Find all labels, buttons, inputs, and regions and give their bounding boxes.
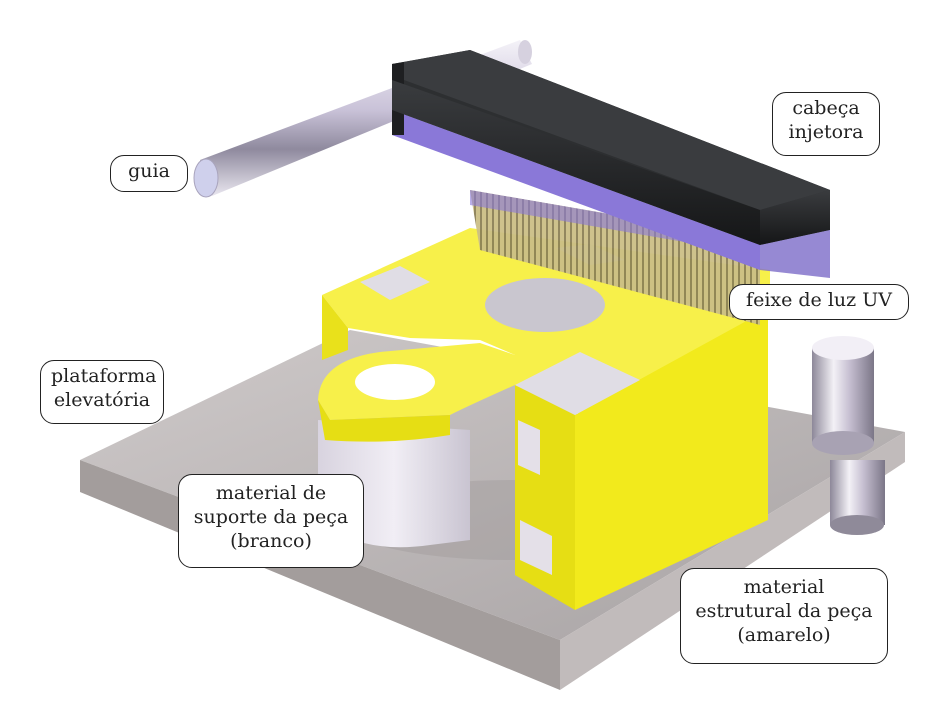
injector-head: [392, 50, 830, 278]
label-guia-line-1: guia: [128, 160, 170, 182]
cylindrical-post: [812, 336, 885, 535]
label-cabeca-line-2: injetora: [788, 121, 864, 143]
label-feixe-line-1: feixe de luz UV: [746, 289, 892, 311]
label-estrutural-line-1: material: [743, 576, 825, 598]
label-suporte-line-2: suporte da peça: [193, 506, 349, 528]
label-plataforma-line-1: plataforma: [51, 365, 157, 387]
label-cabeca-injetora: cabeça injetora: [772, 92, 880, 156]
label-plataforma-elevatoria: plataforma elevatória: [40, 360, 164, 424]
label-plataforma-line-2: elevatória: [53, 389, 151, 411]
label-feixe-uv: feixe de luz UV: [729, 284, 909, 320]
label-material-suporte: material de suporte da peça (branco): [178, 474, 364, 568]
label-cabeca-line-1: cabeça: [792, 97, 860, 119]
label-suporte-line-3: (branco): [230, 530, 312, 552]
label-estrutural-line-3: (amarelo): [737, 624, 831, 646]
label-guia: guia: [110, 155, 188, 192]
label-estrutural-line-2: estrutural da peça: [695, 600, 873, 622]
label-suporte-line-1: material de: [215, 482, 327, 504]
label-material-estrutural: material estrutural da peça (amarelo): [680, 568, 888, 664]
